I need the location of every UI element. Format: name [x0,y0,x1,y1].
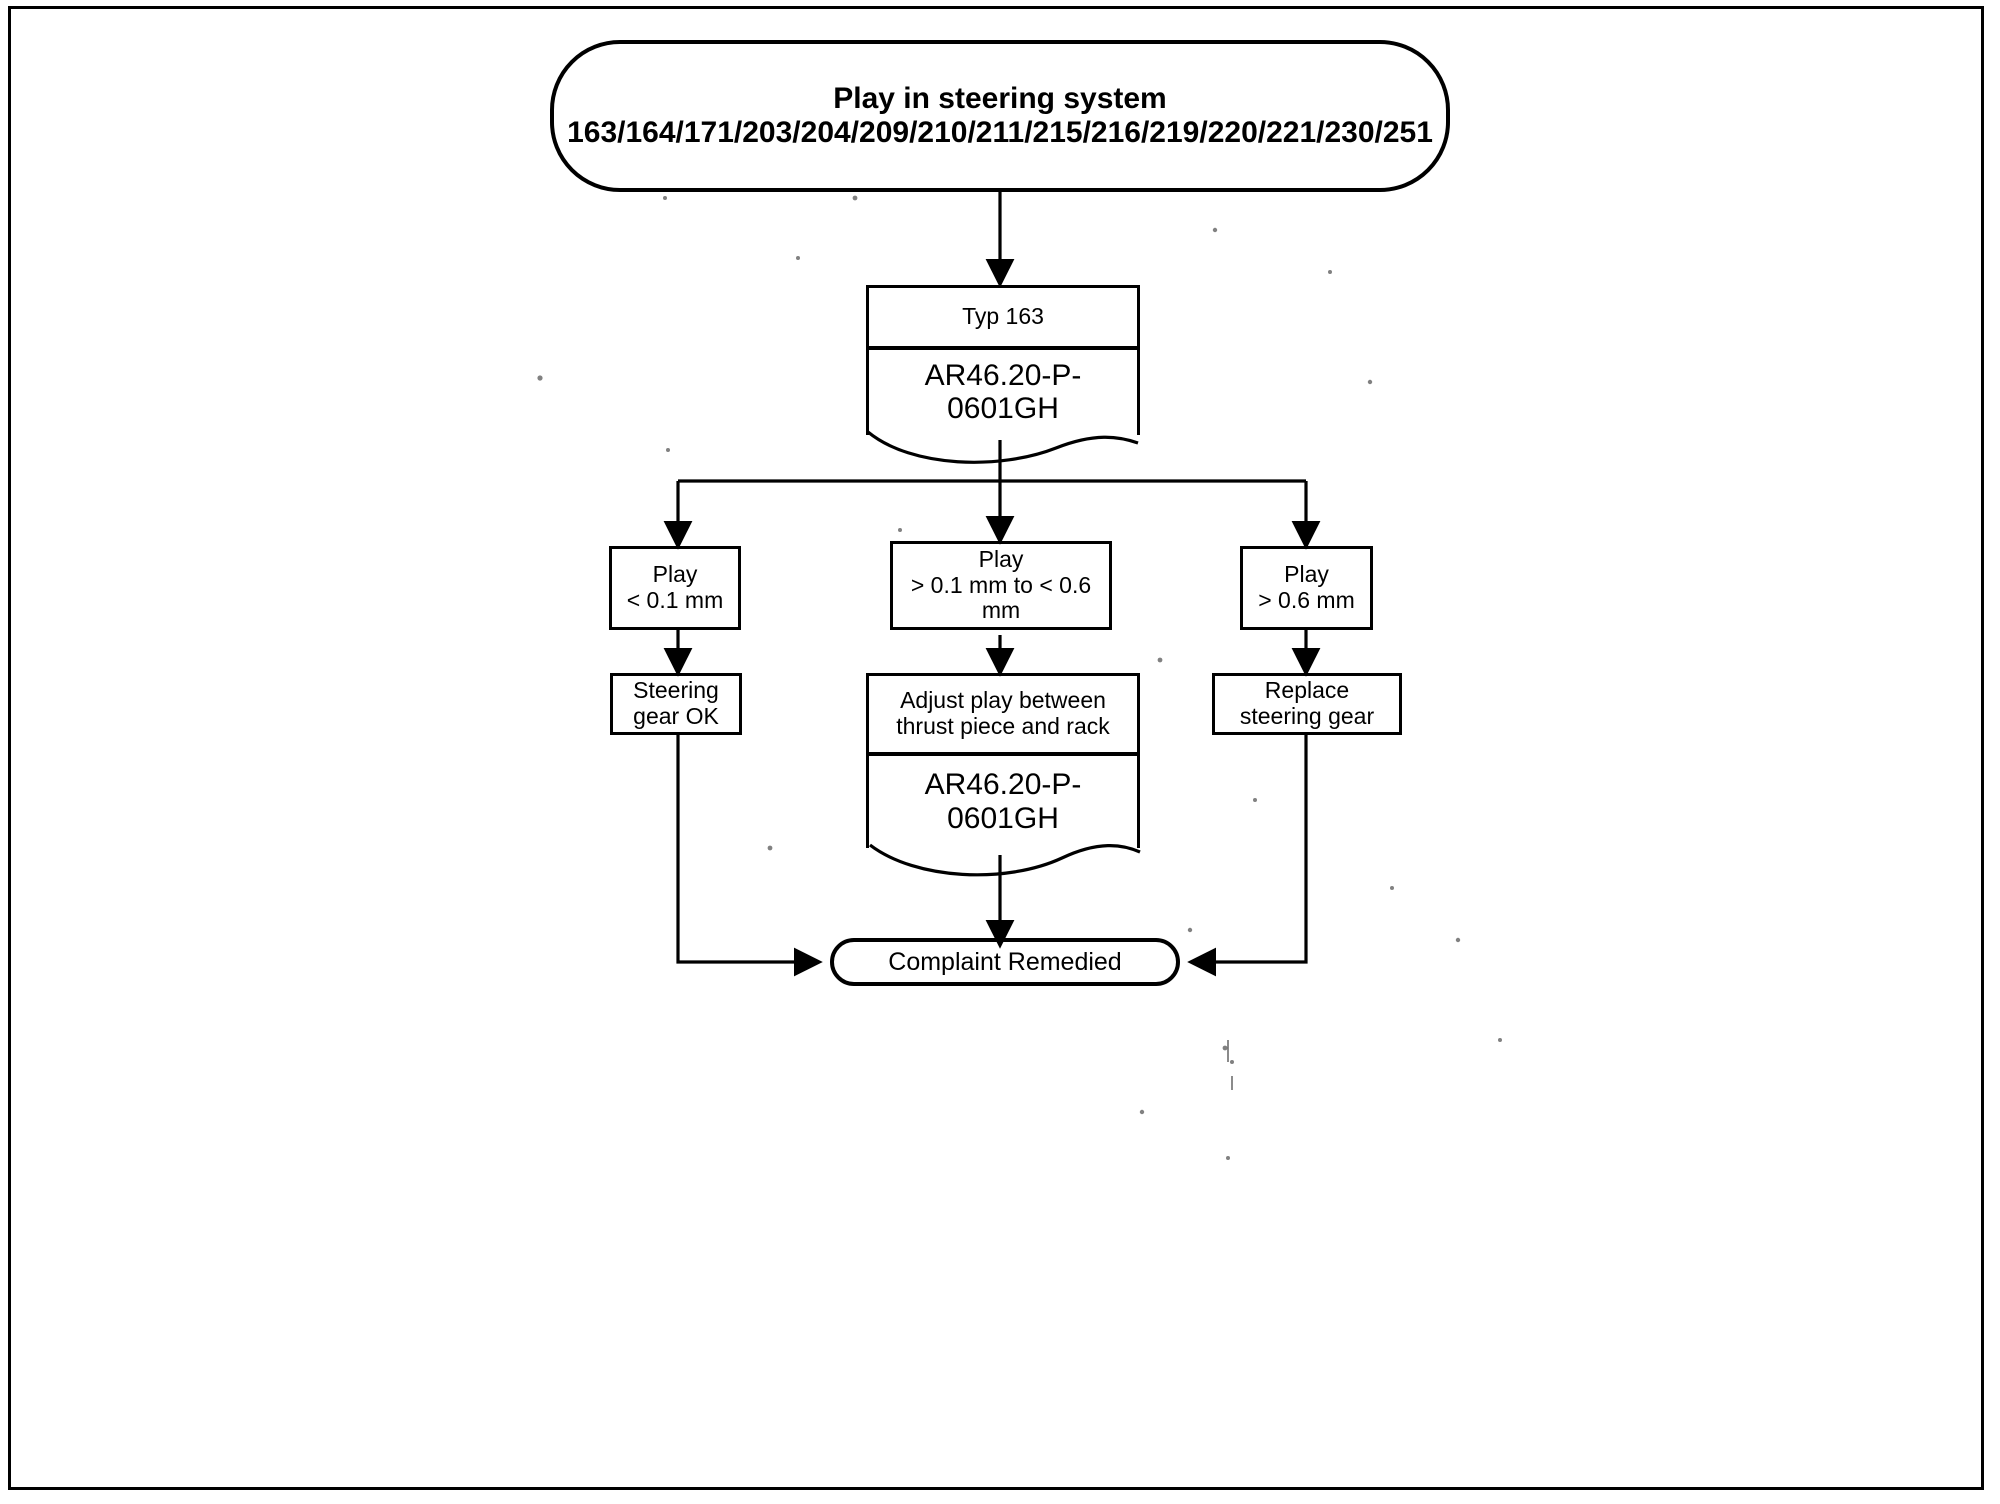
condition-3-line2: > 0.6 mm [1258,587,1355,613]
action-3-line1: Replace [1264,677,1350,704]
action-adjust-play-header: Adjust play between thrust piece and rac… [869,676,1137,756]
reference-document[interactable]: Typ 163 AR46.20-P- 0601GH [866,285,1140,435]
action-1-line2: gear OK [633,703,719,729]
action-adjust-play-document[interactable]: Adjust play between thrust piece and rac… [866,673,1140,848]
condition-play-less-than-0-1mm[interactable]: Play < 0.1 mm [609,546,741,630]
reference-doc-torn-edge [866,430,1139,464]
action-3-line2: steering gear [1239,703,1375,729]
action-steering-gear-ok[interactable]: Steering gear OK [610,673,742,735]
action-2-doc-code-line1: AR46.20-P- [924,767,1082,801]
action-1-line1: Steering [633,677,719,704]
action2-doc-torn-edge [869,843,1141,877]
start-codes: 163/164/171/203/204/209/210/211/215/216/… [567,116,1433,149]
action-replace-steering-gear[interactable]: Replace steering gear [1212,673,1402,735]
condition-play-between-0-1-and-0-6mm[interactable]: Play > 0.1 mm to < 0.6 mm [890,541,1112,630]
reference-type-label: Typ 163 [962,302,1044,329]
reference-doc-code-line1: AR46.20-P- [924,358,1082,392]
condition-1-line2: < 0.1 mm [626,587,724,613]
condition-2-line3: mm [981,597,1021,624]
action-2-line1: Adjust play between [900,687,1106,714]
condition-2-line1: Play [978,545,1024,572]
reference-doc-code-line2: 0601GH [947,392,1059,426]
action-adjust-play-body: AR46.20-P- 0601GH [869,756,1137,847]
condition-play-greater-than-0-6mm[interactable]: Play > 0.6 mm [1240,546,1373,630]
reference-document-header: Typ 163 [869,288,1137,350]
condition-2-line2: > 0.1 mm to < 0.6 [910,571,1092,598]
end-terminal[interactable]: Complaint Remedied [830,938,1180,986]
start-title: Play in steering system [833,82,1167,116]
start-terminal[interactable]: Play in steering system 163/164/171/203/… [550,40,1450,192]
edge-action3-to-end [1187,735,1308,977]
end-terminal-label: Complaint Remedied [888,948,1122,976]
condition-1-line1: Play [652,561,698,588]
reference-document-body: AR46.20-P- 0601GH [869,350,1137,435]
action-2-line2: thrust piece and rack [896,713,1110,739]
scan-noise-lines [1227,1040,1233,1090]
action-2-doc-code-line2: 0601GH [947,801,1059,835]
edge-action1-to-end [676,735,823,977]
condition-3-line1: Play [1284,561,1329,588]
scan-noise [537,195,1502,1160]
document-border [8,6,1984,1490]
